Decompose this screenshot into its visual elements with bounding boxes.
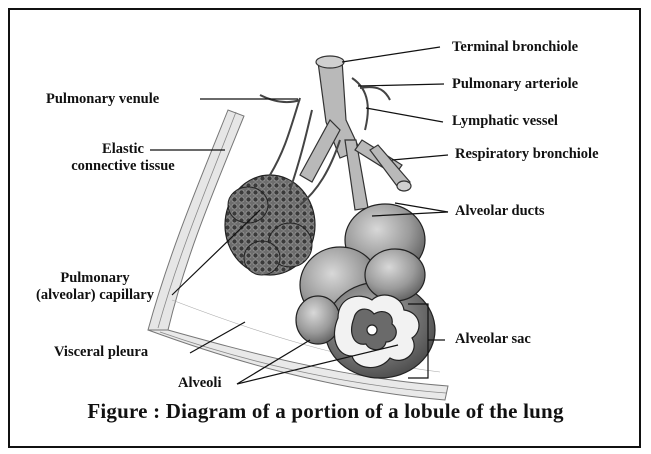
capillary-cluster: [225, 175, 315, 275]
label-alveolar-ducts: Alveolar ducts: [455, 203, 545, 220]
label-alveoli: Alveoli: [178, 375, 222, 392]
label-elastic-connective-tissue: Elastic connective tissue: [53, 141, 193, 175]
label-alveolar-sac: Alveolar sac: [455, 331, 531, 348]
label-pulmonary-arteriole: Pulmonary arteriole: [452, 76, 578, 93]
label-elastic-line2: connective tissue: [53, 158, 193, 175]
label-lymphatic-vessel: Lymphatic vessel: [452, 113, 558, 130]
label-capillary-line1: Pulmonary: [15, 270, 175, 287]
label-capillary-line2: (alveolar) capillary: [15, 287, 175, 304]
label-elastic-line1: Elastic: [53, 141, 193, 158]
label-terminal-bronchiole: Terminal bronchiole: [452, 39, 578, 56]
label-pulmonary-venule: Pulmonary venule: [46, 91, 159, 108]
label-respiratory-bronchiole: Respiratory bronchiole: [455, 146, 599, 163]
label-pulmonary-capillary: Pulmonary (alveolar) capillary: [15, 270, 175, 304]
alveolar-sac-cluster: [296, 204, 435, 378]
figure-caption: Figure : Diagram of a portion of a lobul…: [0, 399, 651, 424]
label-visceral-pleura: Visceral pleura: [54, 344, 148, 361]
